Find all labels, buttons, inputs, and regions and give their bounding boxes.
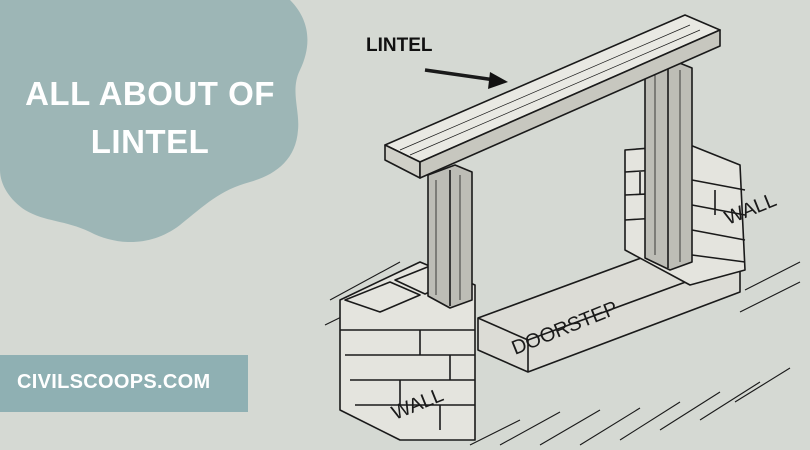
- title-line-2: LINTEL: [90, 123, 210, 160]
- title-line-1: ALL ABOUT OF: [25, 75, 275, 112]
- lintel-illustration: DOORSTEP WALL WALL: [324, 14, 801, 446]
- left-wall-bricks: [339, 261, 476, 441]
- left-post: [427, 164, 473, 309]
- page-title: ALL ABOUT OF LINTEL: [0, 70, 300, 166]
- site-badge: CIVILSCOOPS.COM: [0, 355, 248, 412]
- lintel-label: LINTEL: [366, 35, 433, 56]
- title-blob-shape: [0, 0, 308, 243]
- right-post: [644, 59, 693, 271]
- lintel-beam: [384, 14, 721, 179]
- site-label: CIVILSCOOPS.COM: [17, 371, 211, 393]
- arrow-icon: [424, 68, 508, 89]
